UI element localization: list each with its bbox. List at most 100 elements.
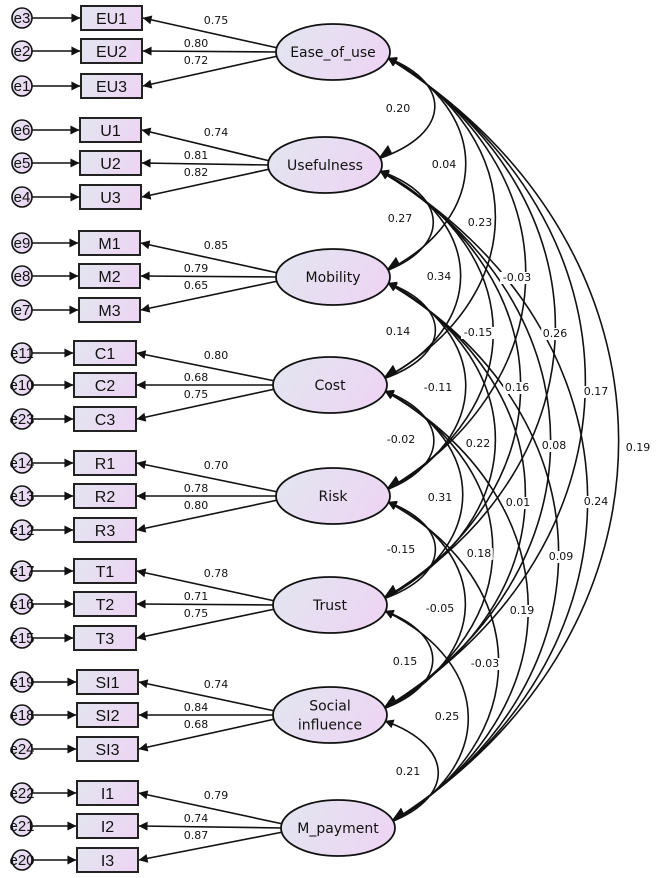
loading-value-bg	[202, 460, 230, 472]
loading-path-U1	[141, 127, 271, 162]
loading-value-bg	[202, 790, 230, 802]
loading-path-SI3	[138, 718, 276, 752]
covariance-value-bg	[466, 217, 494, 229]
loading-value: 0.70	[204, 459, 229, 472]
latent-label: M_payment	[297, 821, 379, 837]
covariance-value-bg	[468, 658, 502, 670]
error-label: e11	[10, 345, 34, 362]
loading-value-bg	[182, 608, 210, 620]
covariance-arrowhead-EU-U	[378, 145, 392, 159]
indicator-box-C3	[73, 406, 137, 432]
loading-path-C3	[136, 388, 276, 422]
error-label: e12	[9, 522, 34, 539]
loading-value: 0.84	[184, 701, 209, 714]
indicator-box-I1	[76, 780, 139, 806]
latent-label: Ease_of_use	[290, 45, 376, 61]
covariance-value: 0.22	[466, 437, 491, 450]
error-node-e17	[11, 560, 33, 582]
latent-label: Social	[309, 699, 351, 715]
covariance-value-bg	[394, 766, 422, 778]
loading-value-bg	[202, 127, 230, 139]
error-label: e13	[9, 488, 34, 505]
loading-value: 0.74	[184, 812, 209, 825]
covariance-value: 0.34	[427, 270, 452, 283]
loading-value-bg	[182, 38, 210, 50]
error-node-e18	[11, 704, 33, 726]
covariance-arc-U-M	[379, 169, 435, 272]
loading-value: 0.85	[204, 239, 229, 252]
covariance-value: 0.25	[435, 710, 460, 723]
error-node-e14	[11, 452, 33, 474]
error-label: e6	[14, 122, 31, 139]
covariance-value: 0.26	[543, 327, 568, 340]
loading-path-I2	[138, 821, 284, 831]
covariance-value-bg	[425, 271, 453, 283]
covariance-value: 0.20	[386, 102, 411, 115]
covariance-value-bg	[384, 544, 418, 556]
covariance-value-bg	[384, 103, 412, 115]
indicator-label: R2	[95, 489, 116, 506]
latent-label: Risk	[318, 489, 348, 505]
indicator-box-C1	[73, 340, 137, 366]
error-node-e4	[11, 186, 33, 208]
loading-value-bg	[182, 591, 210, 603]
covariance-arrowhead-R-T	[383, 585, 397, 599]
covariance-arc-EU-I	[387, 57, 620, 823]
covariance-value-bg	[500, 272, 534, 284]
covariance-value: 0.15	[393, 655, 418, 668]
latent-I	[280, 799, 396, 857]
loading-path-I1	[138, 790, 284, 825]
loading-value-bg	[182, 500, 210, 512]
covariance-value: 0.04	[432, 158, 457, 171]
error-label: e20	[9, 852, 34, 869]
indicator-label: SI2	[95, 708, 119, 725]
loading-value: 0.80	[184, 499, 209, 512]
loading-path-R1	[136, 460, 279, 493]
error-label: e2	[14, 43, 31, 60]
covariance-arc-C-R	[384, 389, 435, 491]
loading-path-T3	[136, 608, 276, 641]
loading-value-bg	[182, 719, 210, 731]
error-node-e16	[11, 593, 33, 615]
covariance-value: 0.01	[506, 496, 531, 509]
loading-value-bg	[202, 679, 230, 691]
loading-value: 0.75	[184, 388, 209, 401]
loading-value: 0.78	[204, 567, 229, 580]
loading-value: 0.68	[184, 718, 209, 731]
covariance-value: 0.19	[510, 604, 535, 617]
error-node-e21	[11, 815, 33, 837]
covariance-value: 0.17	[584, 385, 609, 398]
covariance-value-bg	[503, 382, 531, 394]
indicator-label: I2	[101, 819, 114, 836]
indicator-label: EU2	[96, 44, 127, 61]
covariance-value-bg	[624, 442, 652, 454]
indicator-label: C3	[95, 412, 116, 429]
covariance-value-bg	[582, 496, 610, 508]
latent-U	[267, 136, 383, 194]
indicator-box-EU1	[80, 5, 143, 31]
loading-value-bg	[202, 568, 230, 580]
loading-path-SI1	[138, 679, 276, 712]
covariance-value-bg	[421, 382, 455, 394]
label-layer: 0.750.800.720.740.810.820.850.790.650.80…	[182, 14, 652, 842]
loading-value: 0.80	[204, 349, 229, 362]
indicator-label: T1	[96, 564, 115, 581]
covariance-value: 0.08	[542, 439, 567, 452]
loading-value: 0.81	[184, 149, 209, 162]
covariance-value: 0.16	[505, 381, 530, 394]
covariance-value: -0.05	[426, 602, 454, 615]
loading-value: 0.82	[184, 166, 209, 179]
indicator-label: T3	[96, 631, 115, 648]
error-node-e24	[11, 738, 33, 760]
loading-value: 0.72	[184, 54, 209, 67]
covariance-value: -0.15	[464, 326, 492, 339]
covariance-value-bg	[465, 548, 493, 560]
error-label: e24	[9, 741, 34, 758]
covariance-arc-R-T	[382, 500, 437, 600]
error-label: e18	[9, 707, 34, 724]
covariance-value-bg	[384, 434, 418, 446]
loading-value: 0.75	[204, 14, 229, 27]
covariance-value: -0.02	[387, 433, 415, 446]
error-node-e12	[11, 519, 33, 541]
covariance-value: 0.24	[584, 495, 609, 508]
